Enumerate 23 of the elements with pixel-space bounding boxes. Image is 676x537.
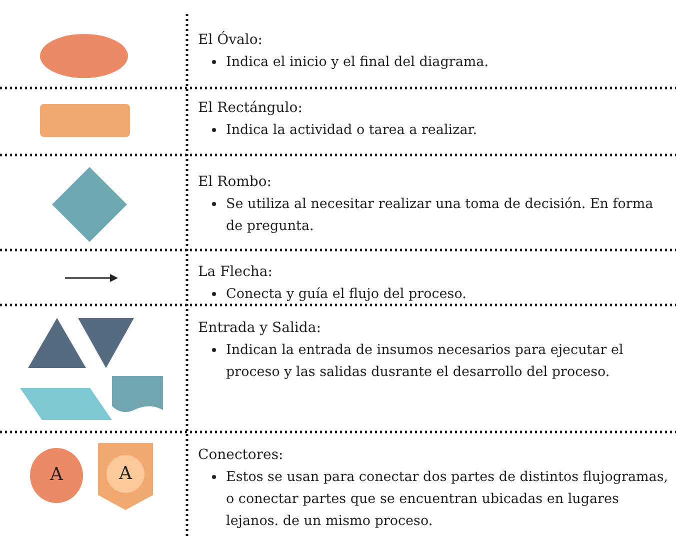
- symbol-heading: El Rombo:: [198, 173, 272, 192]
- bullet-text: Se utiliza al necesitar realizar una toma de decisión. En forma de pregunta.: [212, 193, 672, 237]
- triangle-symbol: [28, 318, 86, 368]
- oval-symbol: [40, 34, 128, 78]
- rectangle-symbol: [40, 104, 130, 137]
- document-symbol: [112, 376, 163, 414]
- bullet-text: Indica el inicio y el final del diagrama.: [212, 51, 672, 73]
- symbol-heading: Entrada y Salida:: [198, 319, 321, 338]
- symbol-heading: El Óvalo:: [198, 30, 263, 50]
- bullet-text: Conecta y guía el flujo del proceso.: [212, 283, 672, 305]
- off-page-connector: [98, 443, 153, 510]
- bullet-text: Estos se usan para conectar dos partes de distintos flujogramas, o conectar partes que se encuentran ubicadas en lugares lejanos. de un mismo proceso.: [212, 466, 672, 532]
- symbol-heading: El Rectángulo:: [198, 99, 302, 118]
- connector-circle: [30, 448, 83, 503]
- diamond-symbol: [52, 167, 127, 242]
- bullet-text: Indica la actividad o tarea a realizar.: [212, 119, 672, 141]
- symbol-heading: La Flecha:: [198, 263, 272, 282]
- inverted-triangle-symbol: [78, 318, 134, 368]
- connector-letter: A: [118, 463, 134, 484]
- symbol-heading: Conectores:: [198, 446, 284, 465]
- connector-letter: A: [48, 464, 64, 485]
- bullet-text: Indican la entrada de insumos necesarios para ejecutar el proceso y las salidas dusrante el desarrollo del proceso.: [212, 339, 672, 383]
- parallelogram-symbol: [20, 388, 112, 420]
